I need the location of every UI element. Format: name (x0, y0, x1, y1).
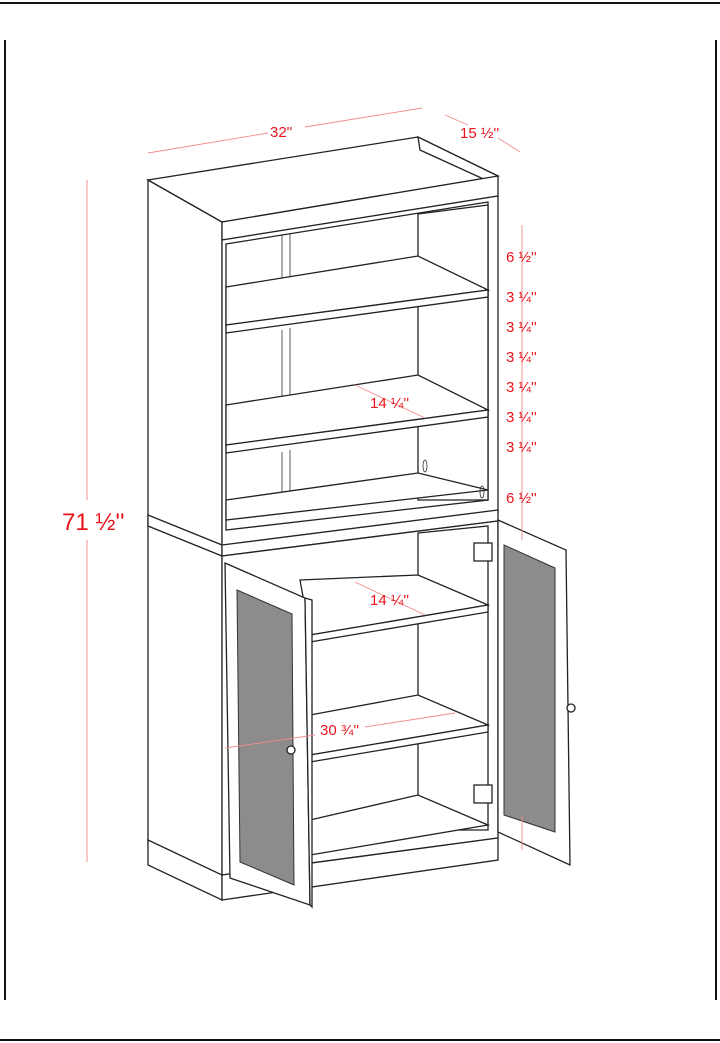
dimension-labels: 32'' 15 ½'' 71 ½'' 6 ½'' 3 ¼'' 3 ¼'' 3 ¼… (62, 124, 537, 739)
left-door-glass (236, 589, 295, 886)
upper-shelf-1-edge (225, 289, 489, 334)
shelf-step-label: 3 ¼'' (506, 439, 537, 456)
depth-label: 15 ½'' (460, 125, 499, 142)
width-dim-line (304, 107, 423, 128)
inner-width-dim-line (364, 712, 456, 728)
bottom-gap-label: 6 ½'' (506, 490, 537, 507)
width-label: 32'' (270, 124, 293, 141)
left-door-edge (304, 597, 313, 909)
upper-back-panel (417, 204, 489, 501)
depth-dim-line (444, 114, 469, 126)
inner-width-dim-line (224, 734, 316, 749)
lower-depth-dim-line (354, 581, 426, 616)
upper-shelf-2-edge (225, 409, 489, 454)
height-label: 71 ½'' (62, 509, 125, 536)
right-door-glass (503, 544, 556, 833)
shelf-step-label: 3 ¼'' (506, 289, 537, 306)
shelf-step-label: 3 ¼'' (506, 379, 537, 396)
upper-depth-dim-line (354, 384, 426, 419)
dimension-lines (86, 107, 523, 862)
left-door-knob[interactable] (286, 745, 296, 755)
inner-width-label: 30 ¾'' (320, 722, 359, 739)
top-gap-label: 6 ½'' (506, 249, 537, 266)
cable-hole (479, 485, 485, 499)
shelf-step-label: 3 ¼'' (506, 319, 537, 336)
shelf-step-label: 3 ¼'' (506, 409, 537, 426)
shelf-step-label: 3 ¼'' (506, 349, 537, 366)
depth-dim-line (497, 137, 521, 153)
upper-hinge-icon (473, 542, 493, 562)
cable-hole (422, 459, 428, 473)
lower-hinge-icon (473, 784, 493, 804)
right-door-knob[interactable] (566, 703, 576, 713)
width-dim-line (147, 132, 269, 154)
upper-bottom-shelf (225, 472, 489, 521)
lower-shelf-depth-label: 14 ¼'' (370, 592, 409, 609)
cabinet-drawing (146, 135, 576, 909)
upper-shelf-depth-label: 14 ¼'' (370, 395, 409, 412)
